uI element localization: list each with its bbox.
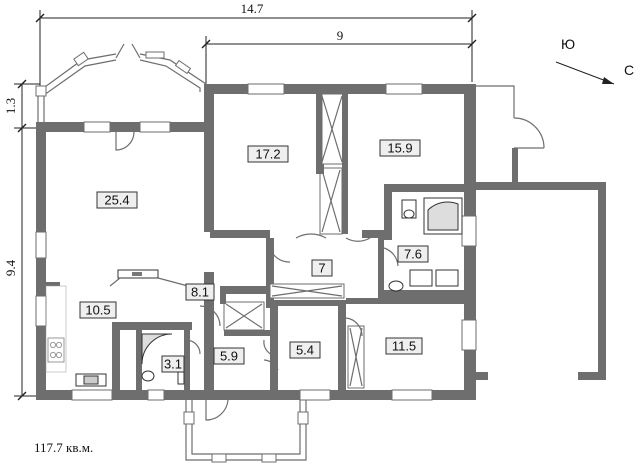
washbasin-icon bbox=[409, 269, 433, 287]
dim-height: 9.4 bbox=[3, 259, 18, 276]
dim-right-width: 9 bbox=[337, 28, 344, 43]
compass-arrow-icon bbox=[602, 77, 614, 84]
compass-south-label: Ю bbox=[561, 36, 575, 52]
compass-north-label: С bbox=[624, 62, 634, 78]
room-kitchen-area: 10.5 bbox=[85, 302, 110, 317]
room-entry-area: 5.9 bbox=[220, 348, 238, 363]
compass: Ю С bbox=[555, 36, 634, 85]
room-bedroom1-area: 17.2 bbox=[255, 146, 280, 161]
room-bathroom-area: 7.6 bbox=[404, 246, 422, 261]
room-labels: 25.4 17.2 15.9 8.1 7 7.6 10.5 3.1 5.9 5.… bbox=[79, 139, 429, 373]
room-bedroom2-area: 15.9 bbox=[387, 140, 412, 155]
interior-walls bbox=[46, 93, 466, 390]
dim-total-width: 14.7 bbox=[241, 1, 264, 16]
room-wc-area: 3.1 bbox=[164, 356, 182, 371]
shower-icon bbox=[141, 333, 173, 365]
entrance-porch bbox=[183, 399, 309, 463]
room-corridor-area: 7 bbox=[318, 260, 325, 275]
dim-bay-offset: 1.3 bbox=[3, 98, 18, 114]
room-hall-area: 8.1 bbox=[191, 284, 209, 299]
terrace-outline bbox=[462, 84, 606, 380]
dimension-lines bbox=[14, 10, 477, 401]
room-living-area: 25.4 bbox=[104, 192, 129, 207]
windows bbox=[35, 83, 477, 401]
fixtures bbox=[45, 197, 463, 387]
bay-window bbox=[35, 43, 207, 124]
room-bedroom3-area: 11.5 bbox=[392, 338, 416, 353]
room-storage-area: 5.4 bbox=[296, 342, 314, 357]
total-area-label: 117.7 кв.м. bbox=[34, 440, 94, 455]
wc-toilet-icon bbox=[141, 370, 155, 382]
doors bbox=[115, 131, 399, 371]
